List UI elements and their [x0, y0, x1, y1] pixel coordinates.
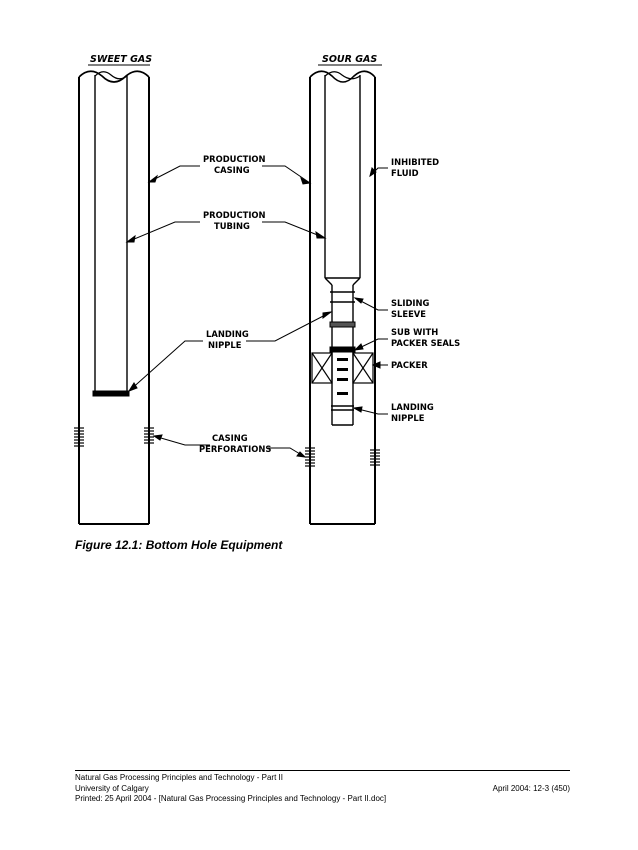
- label-sliding-sleeve-2: SLEEVE: [391, 309, 426, 319]
- footer-page-number: April 2004: 12-3 (450): [492, 783, 570, 793]
- label-inhibited-fluid-1: INHIBITED: [391, 157, 439, 167]
- footer-row: University of Calgary April 2004: 12-3 (…: [75, 784, 570, 795]
- packer-element: [311, 352, 374, 395]
- label-packer: PACKER: [391, 360, 428, 370]
- label-landing-nipple-left-1: LANDING: [206, 329, 249, 339]
- label-production-tubing-1: PRODUCTION: [203, 210, 266, 220]
- label-casing-perforations-1: CASING: [212, 433, 248, 443]
- label-production-casing-2: CASING: [214, 165, 250, 175]
- label-sub-with-packer-seals-2: PACKER SEALS: [391, 338, 460, 348]
- sour-gas-header: SOUR GAS: [322, 54, 377, 65]
- figure-caption: Figure 12.1: Bottom Hole Equipment: [75, 538, 283, 552]
- sweet-gas-header: SWEET GAS: [90, 54, 152, 65]
- label-inhibited-fluid-2: FLUID: [391, 168, 419, 178]
- left-perforations: [74, 427, 154, 447]
- sour-gas-well: [305, 70, 380, 525]
- label-sliding-sleeve-1: SLIDING: [391, 298, 430, 308]
- footer-printed-info: Printed: 25 April 2004 - [Natural Gas Pr…: [75, 794, 387, 803]
- label-production-tubing-2: TUBING: [214, 221, 250, 231]
- label-production-casing-1: PRODUCTION: [203, 154, 266, 164]
- footer-divider: [75, 770, 570, 771]
- right-perforations: [305, 447, 380, 467]
- leader-lines: [125, 165, 388, 458]
- page-footer: Natural Gas Processing Principles and Te…: [75, 773, 570, 805]
- label-casing-perforations-2: PERFORATIONS: [199, 444, 271, 454]
- footer-book-title: Natural Gas Processing Principles and Te…: [75, 773, 283, 782]
- label-sub-with-packer-seals-1: SUB WITH: [391, 327, 438, 337]
- bottom-hole-equipment-diagram: SWEET GAS SOUR GAS: [74, 54, 460, 525]
- label-landing-nipple-left-2: NIPPLE: [208, 340, 242, 350]
- label-landing-nipple-right-2: NIPPLE: [391, 413, 425, 423]
- footer-institution: University of Calgary: [75, 783, 149, 793]
- sweet-gas-well: [74, 70, 154, 525]
- label-landing-nipple-right-1: LANDING: [391, 402, 434, 412]
